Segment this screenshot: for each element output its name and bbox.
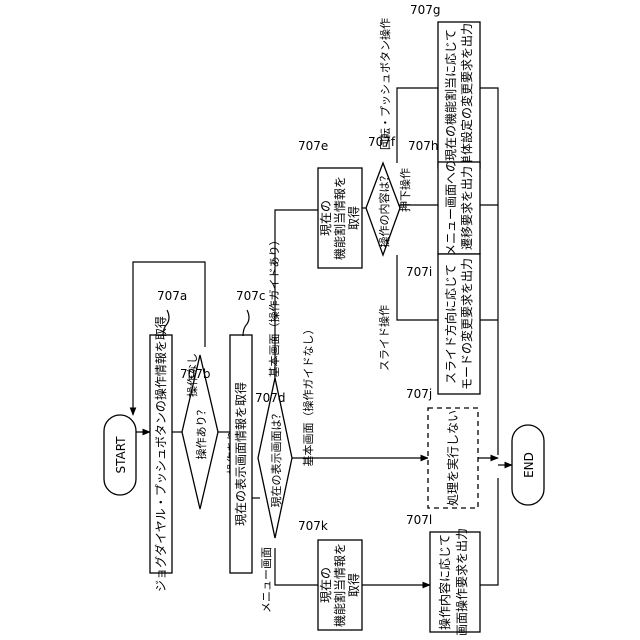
end-label: END: [522, 452, 536, 478]
line-707d-menu: [275, 548, 318, 585]
step-707g-tag: 707g: [410, 3, 441, 17]
line-707l-out: [480, 478, 498, 585]
start-terminal: START: [104, 415, 136, 495]
step-707c-tag: 707c: [236, 289, 266, 303]
step-707a-tag: 707a: [157, 289, 187, 303]
step-707b-text: 操作あり？: [194, 405, 208, 460]
step-707a-text: ジョグダイヤル・プッシュボタンの操作情報を取得: [153, 316, 168, 592]
step-707i-tag: 707i: [406, 265, 432, 279]
step-707j-text: 処理を実行しない: [445, 410, 460, 506]
step-707l-line1: 操作内容に応じて: [437, 534, 452, 630]
step-707h-line1: メニュー画面への: [444, 160, 458, 256]
start-label: START: [114, 436, 128, 474]
step-707c: 現在の表示画面情報を取得 707c: [230, 289, 266, 573]
step-707j-tag: 707j: [406, 387, 432, 401]
step-707e-line1: 現在の: [319, 200, 333, 236]
step-707j: 処理を実行しない 707j: [406, 387, 478, 508]
step-707d-guide-no-label: 基本画面（操作ガイドなし）: [301, 324, 315, 467]
step-707d-menu-label: メニュー画面: [260, 547, 273, 613]
step-707k-tag: 707k: [298, 519, 328, 533]
step-707f: 操作の内容は？ 707f 回転・プッシュボタン操作 押下操作 スライド操作: [366, 18, 412, 371]
step-707g-line1: 現在の機能割当に応じて: [443, 29, 458, 161]
step-707f-press-label: 押下操作: [398, 168, 412, 212]
step-707i: スライド方向に応じて モードの変更要求を出力 707i: [406, 254, 480, 394]
step-707k: 現在の 機能割当情報を 取得 707k: [298, 519, 362, 630]
step-707d-tag: 707d: [255, 391, 286, 405]
end-terminal: END: [512, 425, 544, 505]
step-707h-tag: 707h: [408, 139, 439, 153]
step-707b-no-label: 操作なし: [185, 353, 199, 397]
step-707l-tag: 707l: [406, 513, 432, 527]
step-707i-line1: スライド方向に応じて: [443, 264, 458, 384]
step-707l-line2: 画面操作要求を出力: [454, 528, 469, 636]
step-707g-line2: 単体設定の変更要求を出力: [459, 23, 474, 167]
step-707c-leader: [243, 310, 249, 336]
step-707e-line3: 取得: [346, 206, 361, 230]
step-707c-text: 現在の表示画面情報を取得: [233, 382, 248, 526]
step-707e: 現在の 機能割当情報を 取得 707e: [298, 139, 362, 268]
step-707l: 操作内容に応じて 画面操作要求を出力 707l: [406, 513, 480, 636]
step-707f-rotate-label: 回転・プッシュボタン操作: [378, 18, 392, 150]
step-707a: ジョグダイヤル・プッシュボタンの操作情報を取得 707a: [150, 289, 187, 592]
step-707k-line2: 機能割当情報を: [332, 543, 347, 627]
step-707f-slide-label: スライド操作: [377, 305, 391, 371]
step-707e-tag: 707e: [298, 139, 328, 153]
step-707d-text: 現在の表示画面は？: [269, 409, 283, 508]
step-707i-line2: モードの変更要求を出力: [459, 258, 474, 390]
step-707d-guide-yes-label: 基本画面（操作ガイドあり）: [267, 235, 281, 378]
line-707g-out: [480, 88, 498, 455]
step-707h-line2: 遷移要求を出力: [460, 166, 474, 250]
step-707f-text: 操作の内容は？: [377, 171, 391, 248]
step-707k-line1: 現在の: [319, 567, 333, 603]
step-707k-line3: 取得: [346, 573, 361, 597]
step-707e-line2: 機能割当情報を: [332, 176, 347, 260]
